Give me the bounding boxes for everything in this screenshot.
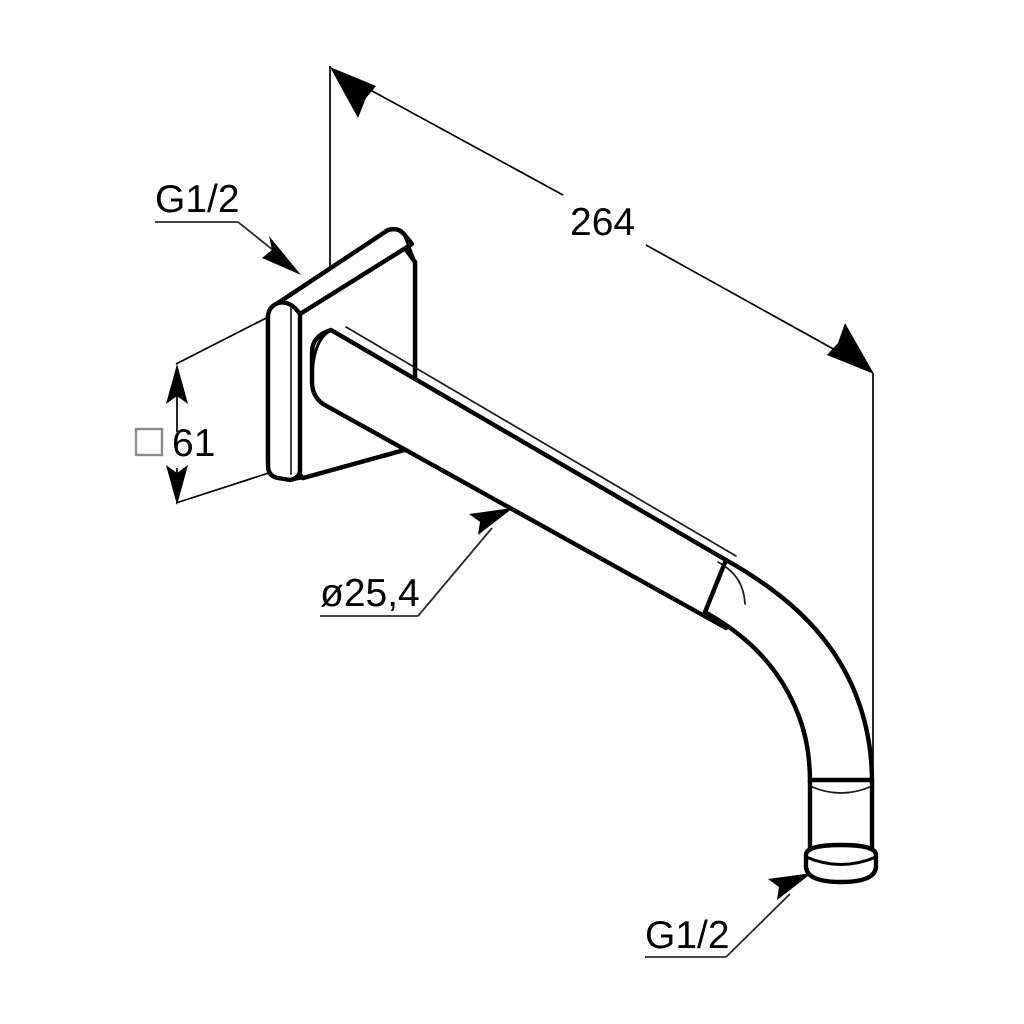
label-thread-top: G1/2 (155, 178, 240, 221)
spout-elbow-bend (702, 557, 875, 785)
escutcheon-plate-left-edge (265, 297, 303, 483)
leader-thread-outlet: G1/2 (645, 873, 812, 958)
extension-line-plate-bottom (175, 469, 279, 504)
elbow-seam-arc (717, 561, 746, 605)
label-tube-diameter: ø25,4 (320, 572, 420, 615)
arrow-head-upper-left (330, 67, 376, 118)
leader-diagonal-outlet (725, 893, 791, 958)
outlet-collar-top-ellipse (804, 855, 878, 866)
arrow-head-thread-outlet (768, 873, 812, 900)
elbow-inner-arc (703, 610, 812, 785)
dimension-label-264: 264 (570, 201, 635, 244)
outlet-cylinder-seam (809, 785, 873, 794)
tube-root-ellipse (310, 328, 333, 409)
arrow-head-thread-top (262, 236, 301, 275)
leader-thread-top: G1/2 (155, 178, 301, 275)
dimension-projection-264: 264 (329, 66, 874, 792)
leader-diagonal-diameter (417, 527, 493, 617)
arrow-head-diameter (469, 508, 513, 535)
dimension-label-61: 61 (172, 422, 215, 465)
dimension-plate-61: 61 (134, 311, 279, 505)
extension-line-plate-top (175, 311, 279, 365)
arrow-head-lower-right (827, 323, 874, 374)
arrow-head-plate-up (166, 364, 188, 404)
spout-part-geometry (265, 226, 879, 885)
escutcheon-plate-bottom-edge (288, 445, 417, 482)
elbow-outer-arc (724, 558, 874, 786)
tube-highlight-line (345, 326, 737, 557)
dimension-line-upper (340, 73, 564, 196)
label-thread-outlet: G1/2 (645, 914, 730, 957)
escutcheon-plate-top-edge (275, 226, 415, 317)
arrow-head-plate-down (166, 465, 188, 505)
leader-tube-diameter: ø25,4 (320, 508, 513, 617)
square-dimension-symbol-icon (134, 427, 164, 457)
dimension-line-lower (645, 244, 865, 367)
